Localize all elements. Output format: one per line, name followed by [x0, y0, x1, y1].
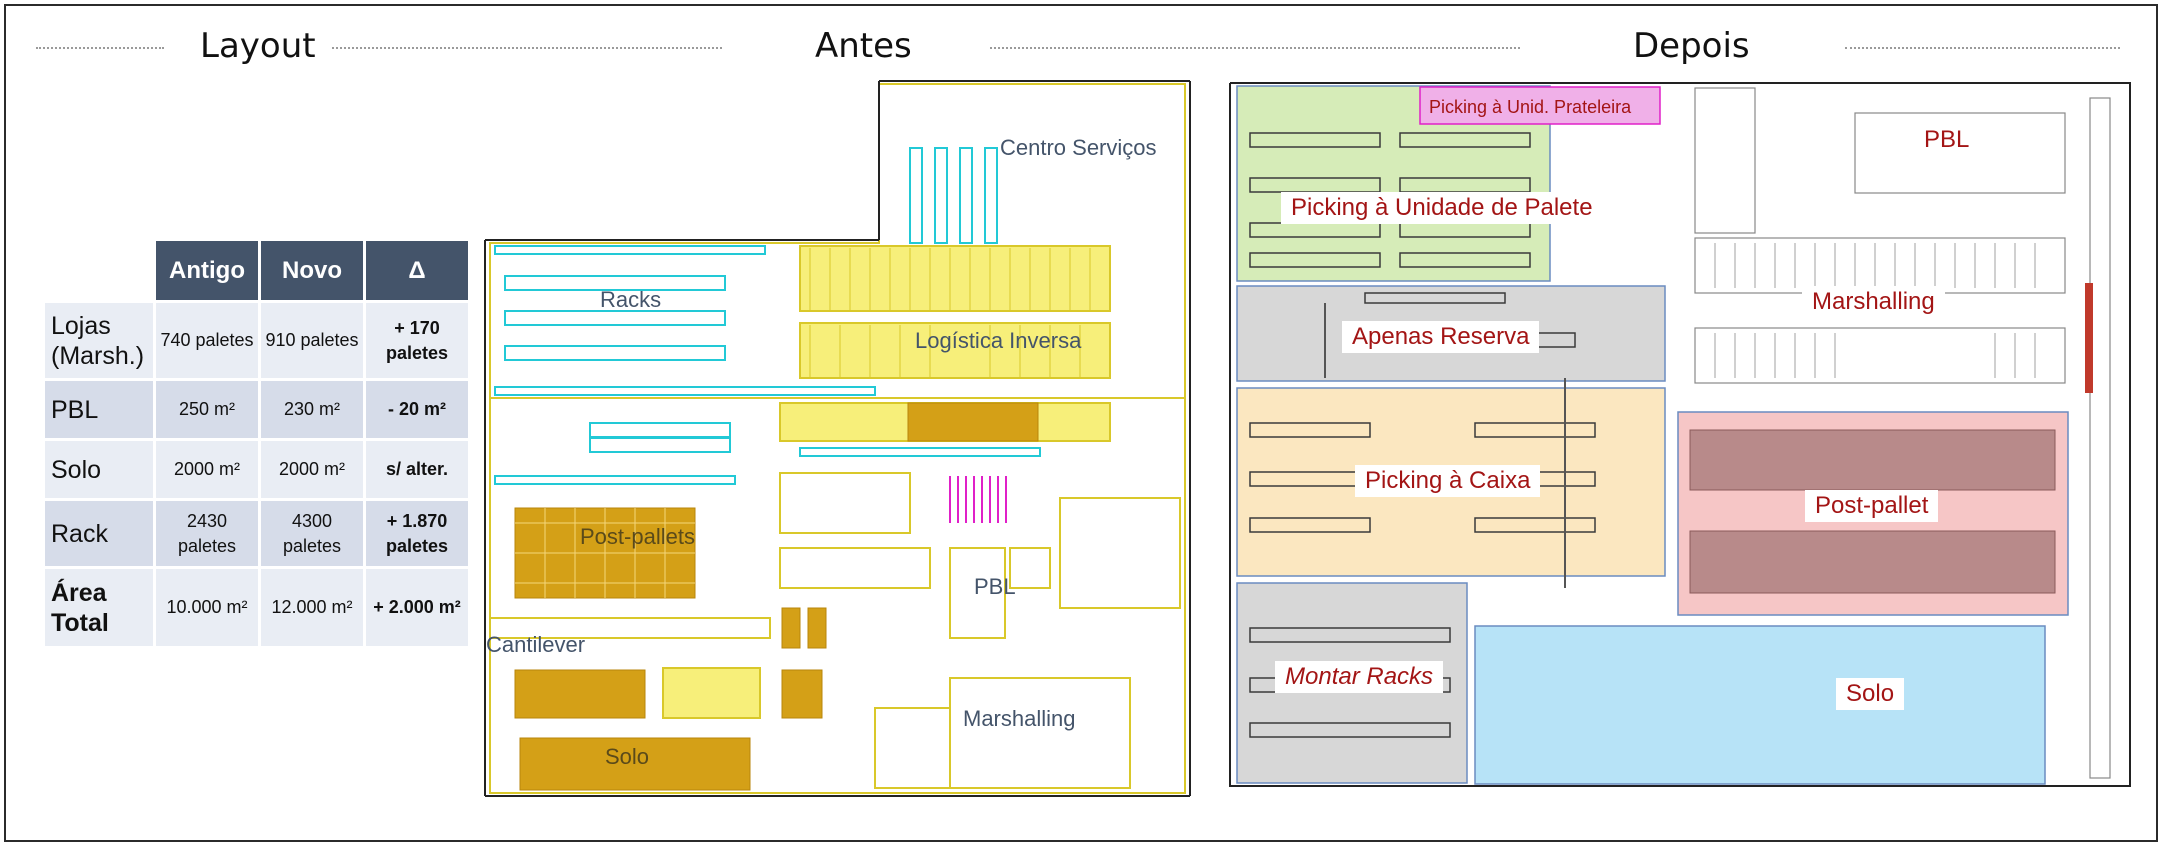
cell-novo: 12.000 m²	[261, 569, 363, 646]
row-label: PBL	[45, 381, 153, 438]
label-logistica-inversa: Logística Inversa	[915, 328, 1082, 353]
header-rule	[332, 47, 722, 49]
slide-frame	[4, 4, 2158, 842]
label-racks: Racks	[600, 287, 662, 312]
cell-novo: 910 paletes	[261, 303, 363, 378]
label-solo-depois: Solo	[1836, 678, 1905, 710]
label-cantilever: Cantilever	[486, 632, 586, 657]
cell-delta: + 2.000 m²	[366, 569, 468, 646]
cell-antigo: 10.000 m²	[156, 569, 258, 646]
cell-delta: - 20 m²	[366, 381, 468, 438]
zone-solo	[1474, 625, 2046, 785]
cell-antigo: 250 m²	[156, 381, 258, 438]
column-header: Antigo	[156, 241, 258, 300]
cell-antigo: 2000 m²	[156, 441, 258, 498]
antes-floor-plan	[484, 80, 1191, 797]
depois-header: Depois	[1633, 26, 1750, 66]
depois-floor-plan	[1229, 82, 2131, 787]
label-marshalling-depois: Marshalling	[1802, 286, 1945, 318]
label-marshalling-antes: Marshalling	[963, 706, 1076, 731]
row-label: Área Total	[45, 569, 153, 646]
table-row: Lojas (Marsh.) 740 paletes 910 paletes +…	[45, 303, 468, 378]
table-row: Solo 2000 m² 2000 m² s/ alter.	[45, 441, 468, 498]
label-pbl-antes: PBL	[974, 574, 1016, 599]
row-label: Rack	[45, 501, 153, 566]
table-row: Área Total 10.000 m² 12.000 m² + 2.000 m…	[45, 569, 468, 646]
red-marker	[2085, 283, 2093, 393]
cell-novo: 4300 paletes	[261, 501, 363, 566]
table-row: PBL 250 m² 230 m² - 20 m²	[45, 381, 468, 438]
label-picking-palete: Picking à Unidade de Palete	[1281, 192, 1603, 224]
cell-delta: s/ alter.	[366, 441, 468, 498]
column-header: Δ	[366, 241, 468, 300]
label-montar-racks: Montar Racks	[1275, 661, 1444, 693]
cell-novo: 230 m²	[261, 381, 363, 438]
label-picking-prateleira: Picking à Unid. Prateleira	[1425, 97, 1636, 118]
cell-antigo: 2430 paletes	[156, 501, 258, 566]
label-pbl-depois: PBL	[1914, 124, 1980, 156]
table-row: Rack 2430 paletes 4300 paletes + 1.870 p…	[45, 501, 468, 566]
label-post-pallet: Post-pallet	[1805, 490, 1939, 522]
cell-delta: + 170 paletes	[366, 303, 468, 378]
label-apenas-reserva: Apenas Reserva	[1342, 321, 1540, 353]
label-solo-antes: Solo	[605, 744, 650, 769]
comparison-table: Antigo Novo Δ Lojas (Marsh.) 740 paletes…	[42, 238, 471, 649]
layout-header: Layout	[200, 26, 316, 66]
header-rule	[36, 47, 164, 49]
antes-header: Antes	[815, 26, 912, 66]
row-label: Lojas (Marsh.)	[45, 303, 153, 378]
header-rule	[1845, 47, 2120, 49]
column-header: Novo	[261, 241, 363, 300]
label-picking-caixa: Picking à Caixa	[1355, 465, 1541, 497]
cell-antigo: 740 paletes	[156, 303, 258, 378]
label-centro-servicos: Centro Serviços	[1000, 135, 1157, 160]
cell-novo: 2000 m²	[261, 441, 363, 498]
header-rule	[990, 47, 1520, 49]
row-label: Solo	[45, 441, 153, 498]
cell-delta: + 1.870 paletes	[366, 501, 468, 566]
label-post-pallets: Post-pallets	[580, 524, 695, 549]
